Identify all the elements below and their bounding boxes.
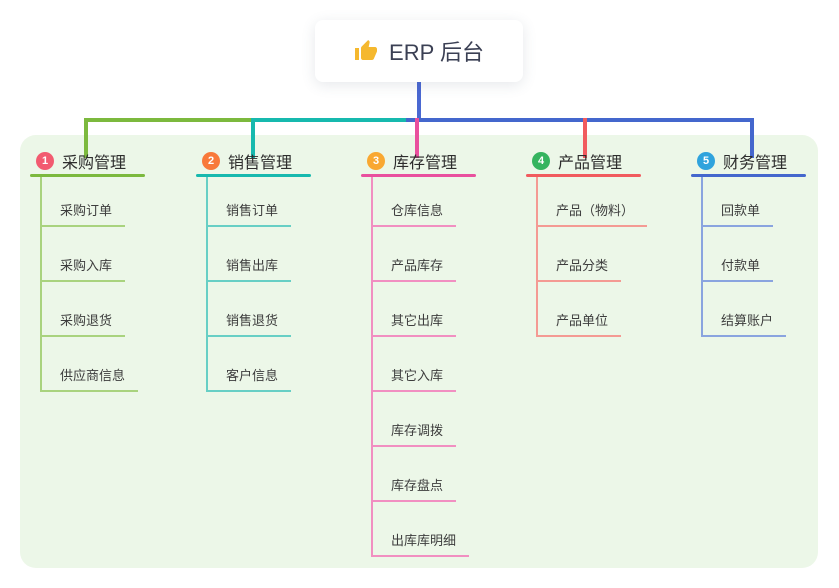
menu-item[interactable]: 付款单 [703, 227, 839, 282]
menu-item-label: 采购入库 [42, 255, 126, 282]
menu-item[interactable]: 结算账户 [703, 282, 839, 337]
branch-2: 2 销售管理 销售订单销售出库销售退货客户信息 [196, 148, 360, 392]
branch-underline [196, 174, 311, 177]
drop-line-product [583, 118, 587, 158]
menu-item-label: 销售订单 [208, 200, 292, 227]
menu-item[interactable]: 出库库明细 [373, 502, 525, 557]
menu-item-label: 产品单位 [538, 310, 622, 337]
menu-item-label: 仓库信息 [373, 200, 457, 227]
menu-item[interactable]: 产品库存 [373, 227, 525, 282]
menu-item-label: 销售退货 [208, 310, 292, 337]
menu-item-label: 采购退货 [42, 310, 126, 337]
branch-underline [30, 174, 145, 177]
bus-segment-sales [251, 118, 406, 122]
drop-line-finance [750, 118, 754, 158]
branch-number-badge: 2 [202, 152, 220, 170]
menu-item[interactable]: 库存调拨 [373, 392, 525, 447]
branch-items: 产品（物料） 产品分类产品单位 [536, 177, 690, 337]
menu-item[interactable]: 产品单位 [538, 282, 690, 337]
branch-label: 财务管理 [723, 155, 788, 172]
branch-header[interactable]: 1 采购管理 [30, 148, 194, 174]
branch-label: 库存管理 [393, 155, 458, 172]
branch-4: 4 产品管理 产品（物料） 产品分类产品单位 [526, 148, 690, 337]
bus-segment-finance [406, 118, 754, 122]
menu-item[interactable]: 采购入库 [42, 227, 194, 282]
drop-line-purchase [84, 118, 88, 158]
branch-number-badge: 5 [697, 152, 715, 170]
board-background [20, 135, 818, 568]
menu-item[interactable]: 产品（物料） [538, 177, 690, 227]
branch-items: 销售订单销售出库销售退货客户信息 [206, 177, 360, 392]
menu-item[interactable]: 仓库信息 [373, 177, 525, 227]
root-node[interactable]: ERP 后台 [315, 20, 523, 82]
branch-header[interactable]: 4 产品管理 [526, 148, 690, 174]
menu-item-label: 结算账户 [703, 310, 787, 337]
branch-header[interactable]: 2 销售管理 [196, 148, 360, 174]
menu-item-label: 库存盘点 [373, 475, 457, 502]
menu-item-label: 库存调拨 [373, 420, 457, 447]
branch-items: 回款单付款单结算账户 [701, 177, 839, 337]
branch-items: 仓库信息产品库存其它出库其它入库库存调拨库存盘点出库库明细 [371, 177, 525, 557]
menu-item[interactable]: 客户信息 [208, 337, 360, 392]
menu-item[interactable]: 销售退货 [208, 282, 360, 337]
menu-item[interactable]: 产品分类 [538, 227, 690, 282]
branch-header[interactable]: 3 库存管理 [361, 148, 525, 174]
menu-item[interactable]: 其它入库 [373, 337, 525, 392]
menu-item-label: 出库库明细 [373, 530, 470, 557]
menu-item-label: 其它出库 [373, 310, 457, 337]
branch-underline [361, 174, 476, 177]
branch-header[interactable]: 5 财务管理 [691, 148, 839, 174]
menu-item[interactable]: 回款单 [703, 177, 839, 227]
menu-item-label: 供应商信息 [42, 365, 139, 392]
drop-line-sales [251, 118, 255, 158]
menu-item[interactable]: 销售出库 [208, 227, 360, 282]
menu-item[interactable]: 库存盘点 [373, 447, 525, 502]
branch-items: 采购订单采购入库采购退货供应商信息 [40, 177, 194, 392]
branch-5: 5 财务管理 回款单付款单结算账户 [691, 148, 839, 337]
menu-item[interactable]: 采购订单 [42, 177, 194, 227]
branch-underline [526, 174, 641, 177]
menu-item-label: 采购订单 [42, 200, 126, 227]
branch-underline [691, 174, 806, 177]
menu-item[interactable]: 采购退货 [42, 282, 194, 337]
branch-label: 产品管理 [558, 155, 623, 172]
root-label: ERP 后台 [389, 40, 484, 65]
branch-1: 1 采购管理 采购订单采购入库采购退货供应商信息 [30, 148, 194, 392]
menu-item[interactable]: 销售订单 [208, 177, 360, 227]
drop-line-inventory [415, 118, 419, 158]
menu-item[interactable]: 供应商信息 [42, 337, 194, 392]
menu-item-label: 产品库存 [373, 255, 457, 282]
branch-3: 3 库存管理 仓库信息产品库存其它出库其它入库库存调拨库存盘点出库库明细 [361, 148, 525, 557]
menu-item-label: 产品（物料） [538, 200, 648, 227]
bus-segment-purchase [84, 118, 251, 122]
root-connector-line [417, 82, 421, 120]
branch-label: 采购管理 [62, 155, 127, 172]
branch-label: 销售管理 [228, 155, 293, 172]
branch-number-badge: 4 [532, 152, 550, 170]
menu-item-label: 付款单 [703, 255, 774, 282]
menu-item-label: 回款单 [703, 200, 774, 227]
menu-item-label: 销售出库 [208, 255, 292, 282]
menu-item[interactable]: 其它出库 [373, 282, 525, 337]
thumbs-up-icon [355, 40, 378, 60]
branch-number-badge: 3 [367, 152, 385, 170]
branch-number-badge: 1 [36, 152, 54, 170]
menu-item-label: 其它入库 [373, 365, 457, 392]
menu-item-label: 产品分类 [538, 255, 622, 282]
menu-item-label: 客户信息 [208, 365, 292, 392]
